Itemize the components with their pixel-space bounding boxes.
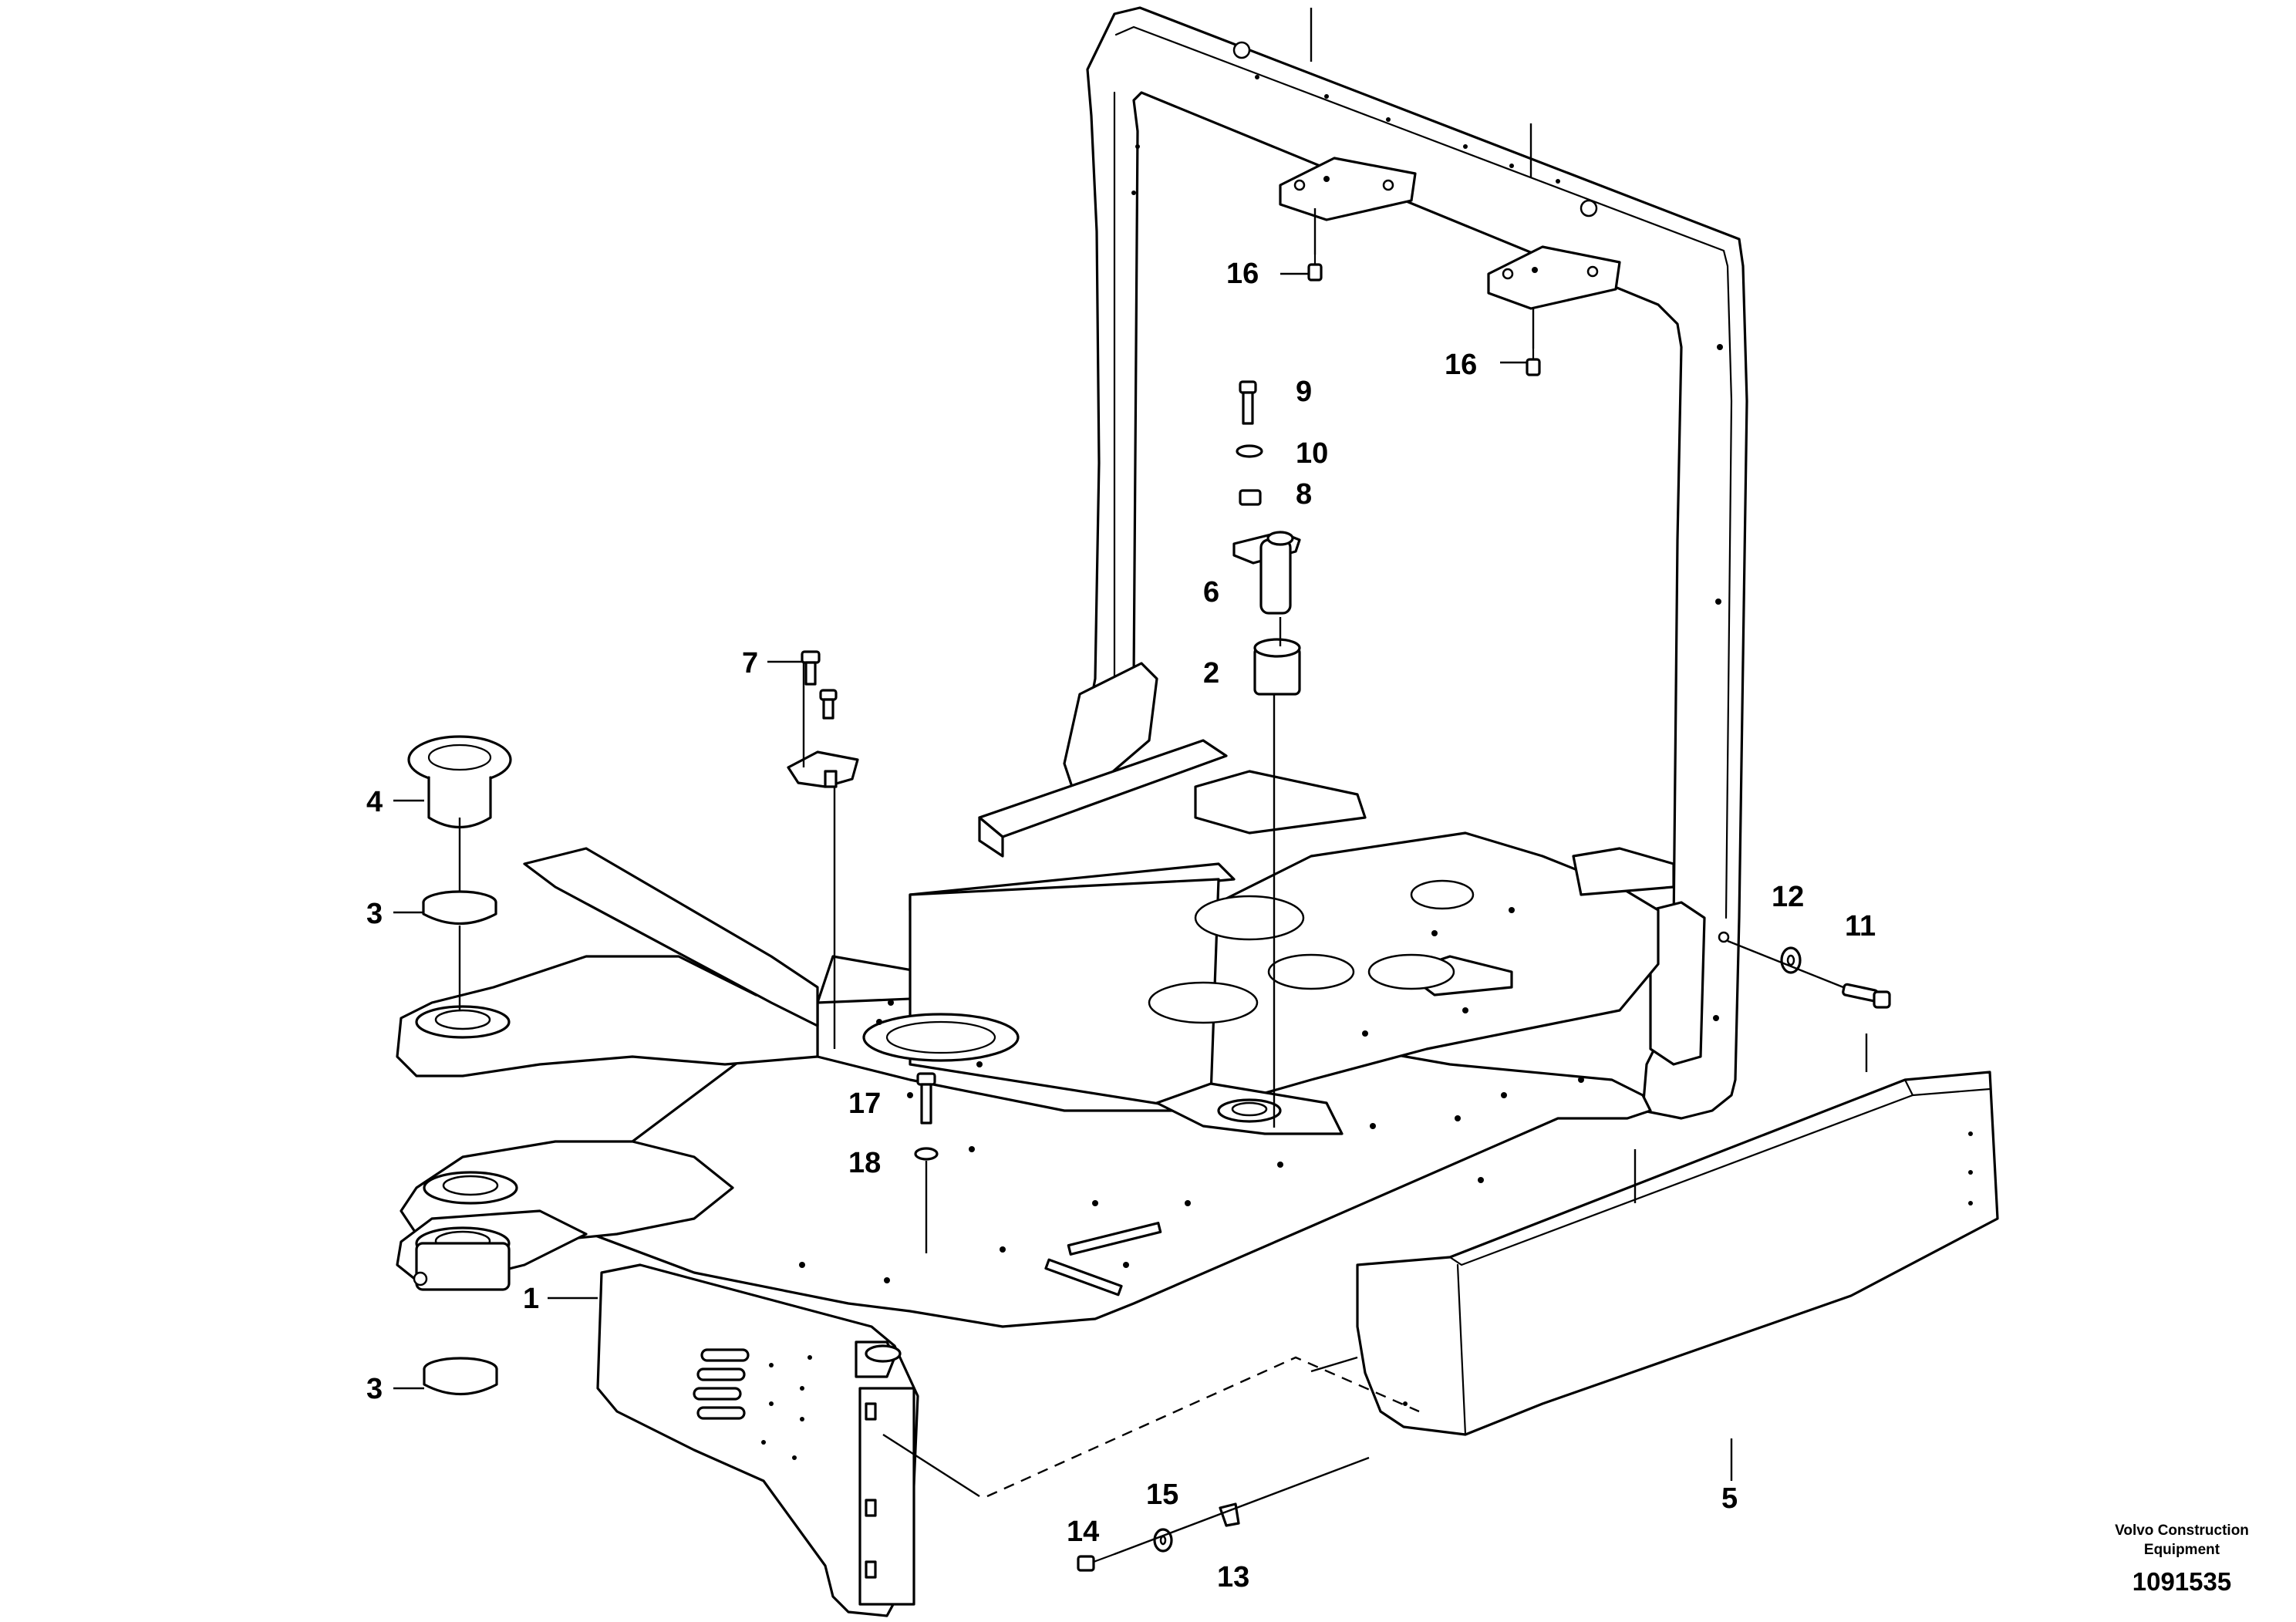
drawing-number: 1091535 — [2132, 1567, 2231, 1596]
callout-9: 9 — [1296, 376, 1312, 408]
callout-1: 1 — [523, 1283, 539, 1315]
callout-4: 4 — [366, 786, 383, 818]
callout-3-lower: 3 — [366, 1373, 383, 1405]
callout-3-upper: 3 — [366, 898, 383, 930]
brand-line-1: Volvo Construction — [2115, 1523, 2249, 1539]
bolt-14 — [1077, 1553, 1116, 1572]
callout-2: 2 — [1203, 657, 1219, 690]
spacer-8 — [1239, 489, 1262, 506]
callout-labels: 1 2 3 3 4 5 6 7 8 9 10 11 12 13 14 15 16… — [366, 258, 1876, 1593]
callout-16-upper: 16 — [1226, 258, 1259, 290]
brand-line-2: Equipment — [2144, 1542, 2220, 1558]
callout-11: 11 — [1845, 910, 1876, 943]
callout-6: 6 — [1203, 576, 1219, 609]
bolt-9 — [1239, 380, 1257, 425]
callout-16-lower: 16 — [1445, 349, 1477, 381]
drawing-footer: Volvo Construction Equipment 1091535 — [2115, 1523, 2249, 1596]
bolt-17 — [916, 1072, 936, 1125]
bushing-2 — [1253, 638, 1301, 696]
washer-18 — [914, 1147, 939, 1161]
bolt-16-lower — [1526, 347, 1541, 376]
callout-12: 12 — [1772, 881, 1804, 913]
bushing-3-lower — [423, 1357, 498, 1395]
callout-5: 5 — [1721, 1482, 1738, 1515]
callout-17: 17 — [848, 1088, 881, 1120]
pivot-pin-6 — [1232, 531, 1301, 615]
bracket-7 — [787, 750, 859, 788]
upper-frame — [396, 739, 1675, 1328]
callout-15: 15 — [1146, 1479, 1178, 1511]
callout-14: 14 — [1067, 1516, 1099, 1548]
callout-7: 7 — [742, 647, 758, 679]
vent-slots — [693, 1348, 750, 1420]
washer-12 — [1780, 946, 1802, 974]
bolt-16-upper — [1307, 253, 1323, 282]
callout-10: 10 — [1296, 437, 1328, 470]
side-cover-1 — [596, 1263, 919, 1617]
bolt-11 — [1842, 983, 1891, 1009]
leader-lines — [393, 8, 1868, 1556]
counterweight-5 — [1356, 1071, 1999, 1436]
cab-mount-plate-right — [1487, 245, 1621, 310]
bushing-3-upper — [422, 890, 497, 925]
cab-frame — [1063, 6, 1748, 1120]
cab-mount-plate-left — [1279, 157, 1417, 221]
callout-13: 13 — [1217, 1561, 1249, 1593]
bushing-4 — [407, 735, 512, 829]
callout-8: 8 — [1296, 478, 1312, 511]
dashed-connection — [986, 1356, 1420, 1498]
washer-10 — [1236, 444, 1263, 458]
bolt-7 — [801, 650, 838, 720]
callout-18: 18 — [848, 1147, 881, 1179]
